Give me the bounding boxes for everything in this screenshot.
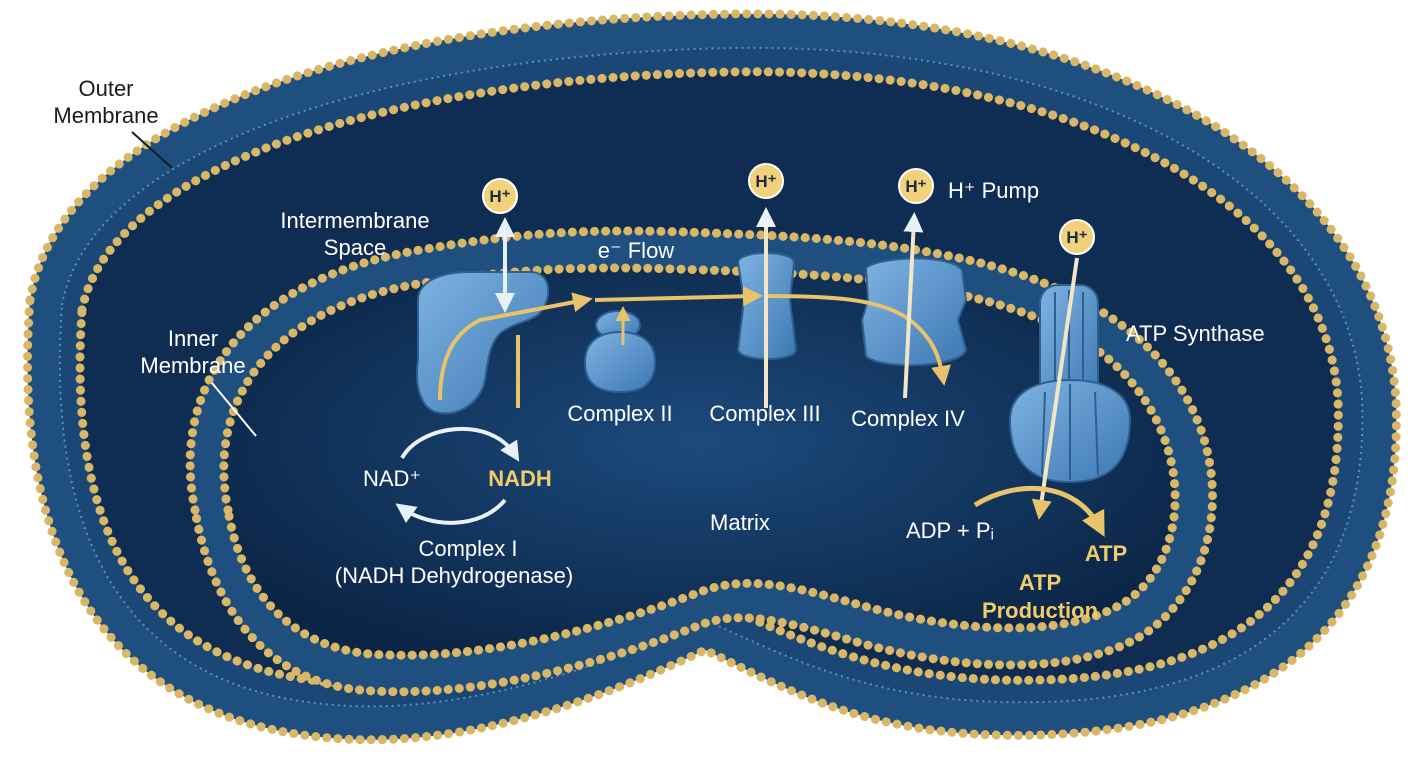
complex-iv-label: Complex IV — [851, 406, 965, 431]
inner-membrane-leader — [211, 382, 257, 437]
outer-membrane-label-line1: Outer — [78, 76, 133, 101]
intermembrane-space-label-line2: Space — [324, 235, 386, 260]
atp-label: ATP — [1085, 541, 1127, 566]
nadh-label: NADH — [488, 466, 552, 491]
intermembrane-space-label-line1: Intermembrane — [280, 208, 429, 233]
svg-text:H⁺: H⁺ — [1066, 228, 1087, 247]
outer-membrane-label-line2: Membrane — [53, 103, 158, 128]
proton-circle-3: H⁺ — [898, 168, 934, 204]
h-pump-label: H⁺ Pump — [948, 178, 1039, 203]
svg-text:H⁺: H⁺ — [489, 187, 510, 206]
proton-circle-2: H⁺ — [748, 163, 784, 199]
electron-flow-label: e⁻ Flow — [598, 238, 675, 263]
proton-circle-4: H⁺ — [1059, 219, 1095, 255]
proton-pump-arrows — [495, 207, 1079, 520]
svg-text:H⁺: H⁺ — [755, 172, 776, 191]
svg-text:H⁺: H⁺ — [905, 177, 926, 196]
electron-flow-arrows — [438, 286, 951, 408]
atp-production-label-line2: Production — [982, 598, 1098, 623]
complex-iii-label: Complex III — [709, 401, 820, 426]
adp-pi-label: ADP + Pᵢ — [906, 518, 994, 543]
complex-i-label-line1: Complex I — [418, 536, 517, 561]
atp-production-label-line1: ATP — [1019, 570, 1061, 595]
nad-cycle — [395, 426, 520, 525]
inner-membrane-label-line2: Membrane — [140, 353, 245, 378]
complex-i — [416, 271, 550, 415]
complex-ii-label: Complex II — [567, 401, 672, 426]
matrix-label: Matrix — [710, 510, 770, 535]
complex-i-label-line2: (NADH Dehydrogenase) — [335, 563, 573, 588]
complex-iv — [860, 257, 968, 367]
complex-ii — [583, 310, 657, 394]
atp-synthase — [1008, 284, 1132, 484]
atp-synthase-label: ATP Synthase — [1126, 321, 1265, 346]
outer-membrane-leader — [131, 131, 173, 169]
atp-production-arrow — [973, 486, 1105, 537]
inner-membrane-label-line1: Inner — [168, 326, 218, 351]
nad-plus-label: NAD⁺ — [363, 466, 421, 491]
proton-circle-1: H⁺ — [482, 178, 518, 214]
